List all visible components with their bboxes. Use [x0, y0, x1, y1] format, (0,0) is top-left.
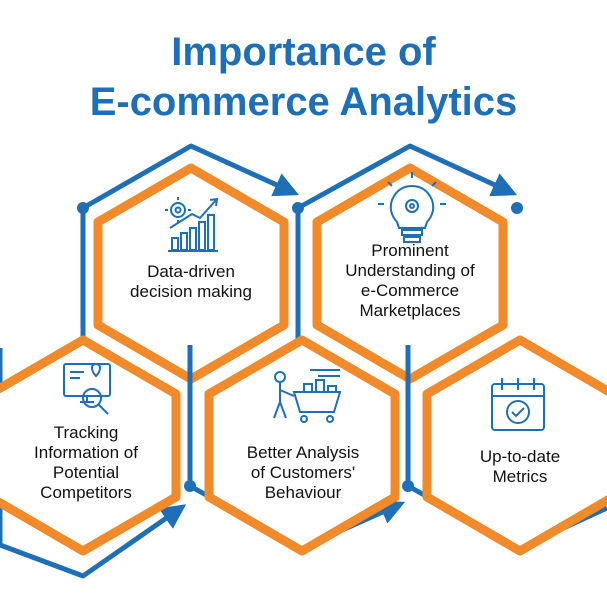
card-label-data-driven: Data-driven decision making [130, 262, 252, 301]
monitor-magnifier-icon [63, 362, 111, 415]
card-better-analysis [187, 335, 414, 556]
card-up-to-date-metrics [405, 335, 607, 556]
card-prominent-understanding [295, 143, 523, 384]
blue-outer-frame [80, 143, 300, 345]
calendar-check-icon [491, 378, 545, 431]
gear-growth-chart-icon [165, 197, 219, 252]
card-label-better-analysis: Better Analysis of Customers' Behaviour [246, 443, 360, 502]
blue-node [77, 202, 89, 214]
shopper-cart-icon [273, 369, 342, 423]
card-label-prominent-understanding: Prominent Understanding of e-Commerce Ma… [345, 241, 475, 320]
blue-outer-frame [295, 143, 518, 345]
title-line-1: Importance of [171, 30, 436, 74]
orange-hexagon [422, 335, 607, 556]
title-line-2: E-commerce Analytics [89, 80, 518, 124]
lightbulb-gear-icon [378, 172, 446, 243]
blue-outer-frame [0, 348, 187, 579]
orange-hexagon [0, 335, 181, 556]
blue-node [511, 202, 523, 214]
orange-hexagon [204, 335, 400, 556]
card-label-up-to-date-metrics: Up-to-date Metrics [479, 447, 561, 486]
card-label-tracking-information: Tracking Information of Potential Compet… [34, 423, 138, 502]
